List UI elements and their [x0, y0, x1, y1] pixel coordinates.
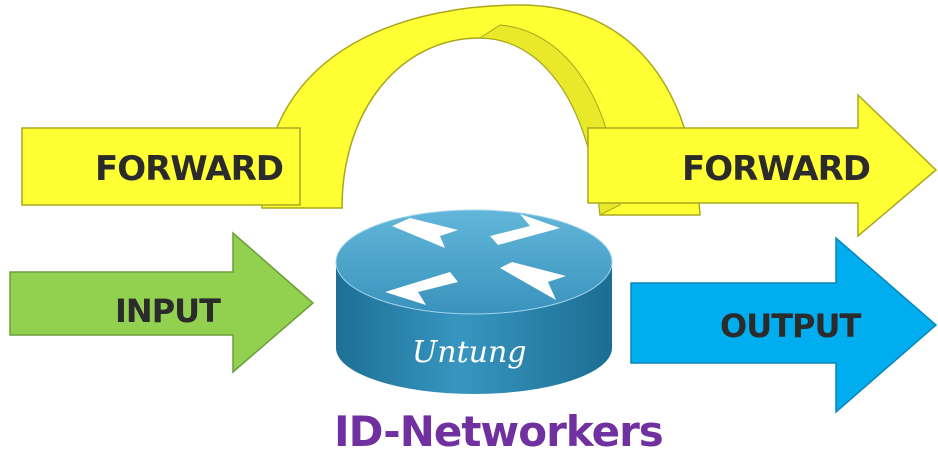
output-arrow — [630, 236, 938, 414]
forward-out-arrow — [587, 93, 938, 238]
router-arrow-in-left — [392, 218, 458, 248]
router-arrow-out-right — [490, 214, 560, 245]
footer-label: ID-Networkers — [334, 407, 663, 456]
router-arrow-in-right — [500, 262, 566, 300]
forward-in-label: FORWARD — [95, 149, 283, 189]
router-arrow-out-left — [385, 272, 458, 305]
router-label: Untung — [412, 335, 527, 370]
forward-out-label: FORWARD — [682, 149, 870, 189]
forward-in-arrow — [21, 127, 301, 206]
output-label: OUTPUT — [720, 307, 861, 345]
arc-gap — [577, 148, 583, 212]
input-label: INPUT — [115, 292, 221, 330]
input-arrow — [9, 231, 315, 374]
router-icon — [335, 209, 613, 394]
